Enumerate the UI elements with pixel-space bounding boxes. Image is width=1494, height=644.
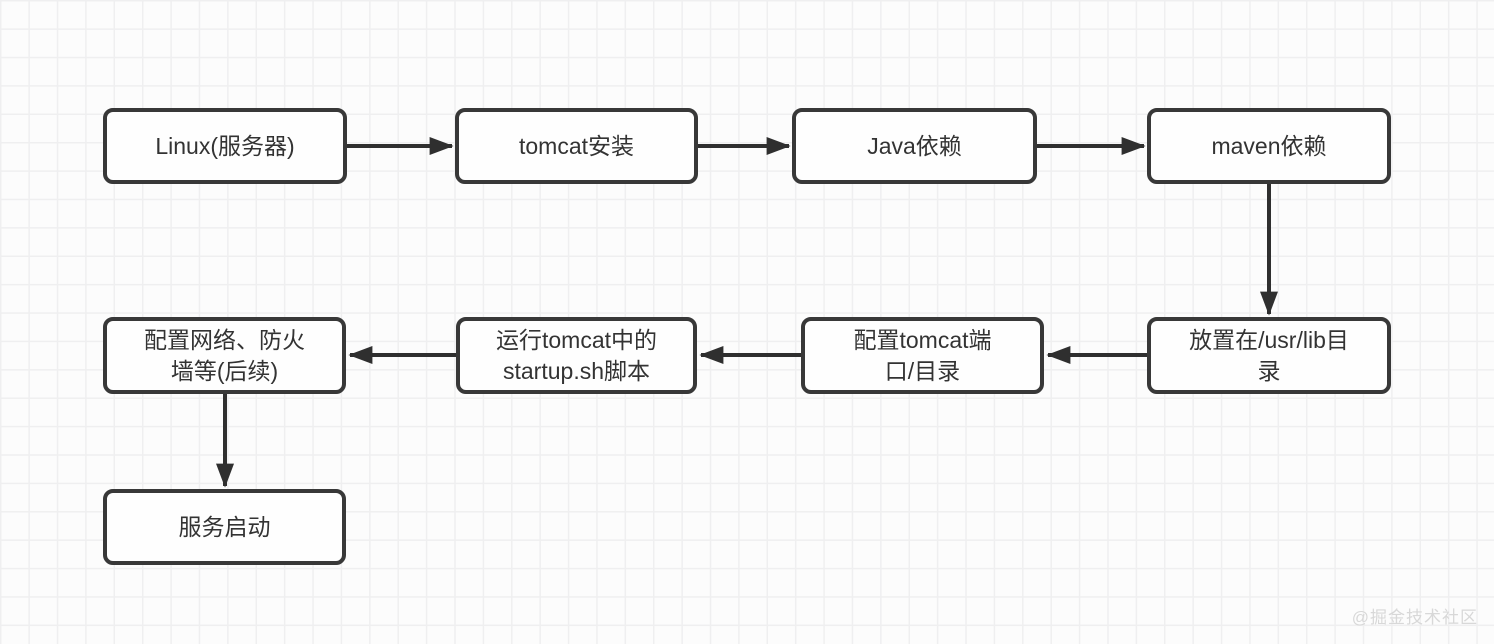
flow-node-service-start: 服务启动 [103, 489, 346, 565]
flow-node-label: maven依赖 [1211, 132, 1327, 159]
flow-node-java-dependency: Java依赖 [792, 108, 1037, 184]
flow-node-label: Linux(服务器) [155, 132, 295, 159]
flow-node-label: Java依赖 [867, 132, 962, 159]
watermark: @掘金技术社区 [1351, 608, 1478, 627]
flow-node-linux-server: Linux(服务器) [103, 108, 347, 184]
flow-node-label: 服务启动 [178, 513, 271, 540]
flow-node-label: 运行tomcat中的 startup.sh脚本 [495, 327, 658, 384]
flow-node-config-tomcat-port: 配置tomcat端 口/目录 [801, 317, 1044, 394]
flow-node-run-startup-script: 运行tomcat中的 startup.sh脚本 [456, 317, 697, 394]
flow-node-label: 配置网络、防火 墙等(后续) [144, 327, 305, 384]
flow-node-maven-dependency: maven依赖 [1147, 108, 1391, 184]
flow-node-config-network: 配置网络、防火 墙等(后续) [103, 317, 346, 394]
flow-node-label: tomcat安装 [518, 132, 635, 159]
flow-node-label: 配置tomcat端 口/目录 [853, 327, 992, 384]
flow-node-tomcat-install: tomcat安装 [455, 108, 698, 184]
flow-node-label: 放置在/usr/lib目 录 [1189, 327, 1349, 384]
flow-node-place-usr-lib: 放置在/usr/lib目 录 [1147, 317, 1391, 394]
